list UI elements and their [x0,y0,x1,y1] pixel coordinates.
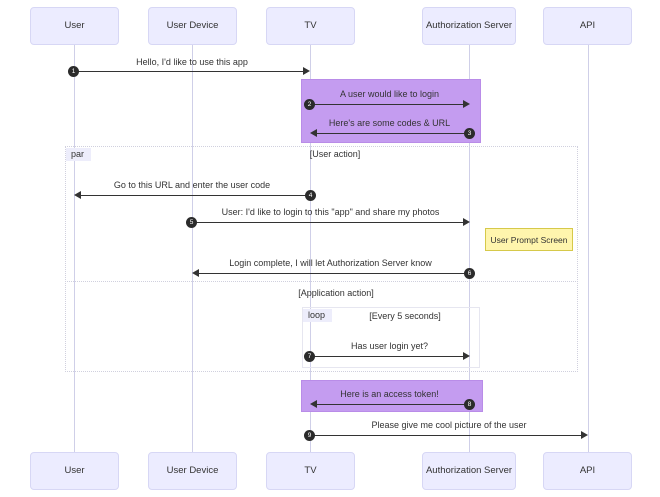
participant-label: API [579,464,596,476]
message-2-seq: 2 [304,99,315,110]
frame-loop-title: [Every 5 seconds] [369,311,441,321]
message-4-line [81,195,310,196]
message-4-arrowhead [74,191,81,199]
message-7-seq: 7 [304,351,315,362]
message-8-line [317,404,469,405]
participant-label: Authorization Server [425,464,513,476]
participant-label: User [64,19,85,31]
message-1-line [74,71,303,72]
participant-device-bottom[interactable]: User Device [148,452,237,490]
message-7-line [310,356,463,357]
message-3-arrowhead [310,129,317,137]
message-2-label: A user would like to login [339,89,440,99]
participant-user-top[interactable]: User [30,7,119,45]
message-9-seq: 9 [304,430,315,441]
lifeline-tv [310,45,311,452]
participant-label: Authorization Server [425,19,513,31]
message-5-line [192,222,463,223]
message-3-line [317,133,469,134]
activation-tv-auth-2 [301,380,483,412]
note-label: User Prompt Screen [490,234,568,245]
message-8-seq: 8 [464,399,475,410]
frame-loop-keyword: loop [303,309,333,322]
message-2-arrowhead [463,100,470,108]
message-7-label: Has user login yet? [350,341,429,351]
message-3-seq: 3 [464,128,475,139]
frame-par [65,146,578,372]
message-8-label: Here is an access token! [340,389,439,399]
frame-par-keyword: par [66,148,92,161]
note-user-prompt-screen: User Prompt Screen [485,228,573,251]
participant-tv-bottom[interactable]: TV [266,452,355,490]
message-6-arrowhead [192,269,199,277]
message-6-line [199,273,469,274]
lifeline-user [74,45,75,452]
participant-label: User Device [166,19,219,31]
participant-label: TV [304,464,317,476]
message-9-arrowhead [581,431,588,439]
frame-par-title: [User action] [309,149,361,159]
participant-tv-top[interactable]: TV [266,7,355,45]
participant-user-bottom[interactable]: User [30,452,119,490]
message-6-label: Login complete, I will let Authorization… [229,258,432,268]
frame-loop [302,307,480,368]
frame-par-title-2: [Application action] [298,288,374,298]
participant-auth-bottom[interactable]: Authorization Server [422,452,516,490]
message-3-label: Here's are some codes & URL [328,118,451,128]
participant-label: API [579,19,596,31]
message-1-arrowhead [303,67,310,75]
participant-api-top[interactable]: API [543,7,632,45]
message-9-line [310,435,581,436]
message-2-line [310,104,463,105]
message-7-arrowhead [463,352,470,360]
participant-device-top[interactable]: User Device [148,7,237,45]
message-6-seq: 6 [464,268,475,279]
message-5-label: User: I'd like to login to this "app" an… [221,207,440,217]
participant-label: User Device [166,464,219,476]
participant-label: User [64,464,85,476]
message-4-seq: 4 [305,190,316,201]
activation-tv-auth-1 [301,79,481,143]
frame-par-divider [65,281,578,282]
participant-label: TV [304,19,317,31]
message-5-arrowhead [463,218,470,226]
message-9-label: Please give me cool picture of the user [371,420,527,430]
lifeline-api [588,45,589,452]
message-8-arrowhead [310,400,317,408]
message-4-label: Go to this URL and enter the user code [113,180,271,190]
message-5-seq: 5 [186,217,197,228]
message-1-label: Hello, I'd like to use this app [136,57,248,67]
lifeline-auth [469,45,470,452]
participant-api-bottom[interactable]: API [543,452,632,490]
participant-auth-top[interactable]: Authorization Server [422,7,516,45]
message-1-seq: 1 [68,66,79,77]
lifeline-device [192,45,193,452]
